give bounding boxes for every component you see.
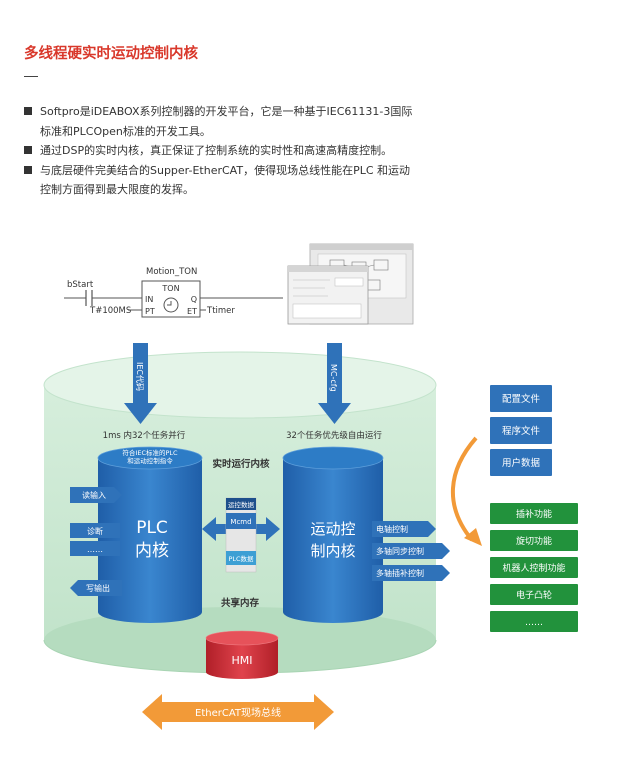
- block-title: Motion_TON: [146, 267, 197, 277]
- file-item: 程序文件: [490, 417, 552, 444]
- plc-kernel-cylinder: 符合IEC标准的PLC 和运动控制指令 PLC 内核: [97, 446, 203, 623]
- mc-output-label: 多轴同步控制: [376, 546, 424, 556]
- ladder-diagram: bStart Motion_TON TON IN PT Q ET T#100MS…: [64, 267, 283, 318]
- file-label: 程序文件: [502, 425, 541, 437]
- plc-top-label: 符合IEC标准的PLC: [122, 448, 178, 457]
- read-input-tab: 读输入: [70, 487, 122, 503]
- feature-list: Softpro是iDEABOX系列控制器的开发平台，它是一种基于IEC61131…: [24, 102, 414, 200]
- shared-memory-label: 共享内存: [221, 597, 260, 609]
- contact-label: bStart: [67, 280, 94, 290]
- feature-item: 与底层硬件完美结合的Supper-EtherCAT，使得现场总线性能在PLC 和…: [24, 161, 414, 181]
- mem-mc-label: 运控数据: [228, 500, 255, 509]
- svg-text:IEC代码: IEC代码: [135, 362, 145, 391]
- feature-item-continuation: 控制方面得到最大限度的发挥。: [40, 183, 194, 196]
- plc-core-label-2: 内核: [135, 541, 169, 561]
- feature-item: 通过DSP的实时内核，真正保证了控制系统的实时性和高速高精度控制。: [24, 141, 414, 161]
- function-item: ……: [490, 611, 578, 632]
- file-item: 配置文件: [490, 385, 552, 412]
- function-label: 电子凸轮: [516, 589, 552, 601]
- ethercat-bus-arrow: EtherCAT现场总线: [142, 694, 334, 730]
- shared-memory-block: 运控数据 Mcmd PLC数据: [202, 497, 280, 573]
- mc-output-tab: 电轴控制: [372, 521, 436, 537]
- function-item: 旋切功能: [490, 530, 578, 551]
- function-label: 旋切功能: [516, 535, 552, 547]
- write-output-tab: 写输出: [70, 580, 122, 596]
- svg-text:诊断: 诊断: [87, 526, 103, 536]
- ethercat-label: EtherCAT现场总线: [195, 706, 281, 719]
- function-item: 机器人控制功能: [490, 557, 578, 578]
- plc-core-label: PLC: [136, 518, 168, 538]
- function-label: 插补功能: [516, 508, 552, 520]
- plc-tasks-label: 1ms 内32个任务并行: [103, 430, 186, 441]
- mc-cfg-arrow: MC-cfg: [318, 343, 351, 424]
- mem-mcmd-label: Mcmd: [230, 518, 251, 526]
- svg-text:MC-cfg: MC-cfg: [329, 364, 338, 392]
- feature-item: Softpro是iDEABOX系列控制器的开发平台，它是一种基于IEC61131…: [24, 102, 414, 122]
- function-label: ……: [525, 618, 543, 628]
- software-screenshot-thumbnail: [287, 243, 414, 325]
- mc-tasks-label: 32个任务优先级自由运行: [286, 430, 382, 441]
- mc-output-tab: 多轴插补控制: [372, 565, 450, 581]
- curved-arrow-head: [464, 528, 482, 546]
- svg-text:读输入: 读输入: [82, 490, 106, 500]
- file-label: 配置文件: [502, 393, 541, 405]
- ellipsis-tab: ……: [70, 541, 120, 556]
- plc-top-label-2: 和运动控制指令: [127, 456, 173, 465]
- pin-et: ET: [187, 307, 197, 316]
- pt-value: T#100MS: [89, 306, 131, 316]
- bullet-square-icon: [24, 107, 32, 115]
- bullet-square-icon: [24, 165, 32, 174]
- svg-text:……: ……: [87, 545, 103, 554]
- svg-text:写输出: 写输出: [86, 583, 110, 593]
- mc-output-label: 电轴控制: [376, 524, 408, 534]
- motion-control-kernel-cylinder: 运动控 制内核: [282, 446, 384, 623]
- block-name: TON: [161, 284, 179, 293]
- mc-output-tab: 多轴同步控制: [372, 543, 450, 559]
- et-variable: Ttimer: [206, 306, 235, 316]
- function-item: 电子凸轮: [490, 584, 578, 605]
- feature-item-continuation: 标准和PLCOpen标准的开发工具。: [40, 124, 211, 138]
- mc-core-label: 运动控: [310, 520, 355, 538]
- hmi-cylinder: HMI: [205, 630, 279, 679]
- mc-output-label: 多轴插补控制: [376, 568, 424, 578]
- mc-core-label-2: 制内核: [310, 542, 355, 560]
- title-underline: [24, 76, 38, 77]
- curved-orange-arrow: [451, 436, 478, 542]
- realtime-kernel-label: 实时运行内核: [212, 458, 270, 470]
- pin-q: Q: [191, 295, 197, 304]
- function-label: 机器人控制功能: [502, 562, 565, 574]
- iec-code-arrow: IEC代码: [124, 343, 157, 424]
- function-item: 插补功能: [490, 503, 578, 524]
- hmi-label: HMI: [231, 654, 252, 667]
- bullet-square-icon: [24, 146, 32, 154]
- pin-pt: PT: [145, 307, 155, 316]
- diagnose-tab: 诊断: [70, 523, 120, 538]
- pin-in: IN: [145, 295, 153, 304]
- page-title: 多线程硬实时运动控制内核: [24, 46, 198, 62]
- file-label: 用户数据: [502, 457, 541, 469]
- mem-plc-label: PLC数据: [228, 554, 254, 563]
- file-item: 用户数据: [490, 449, 552, 476]
